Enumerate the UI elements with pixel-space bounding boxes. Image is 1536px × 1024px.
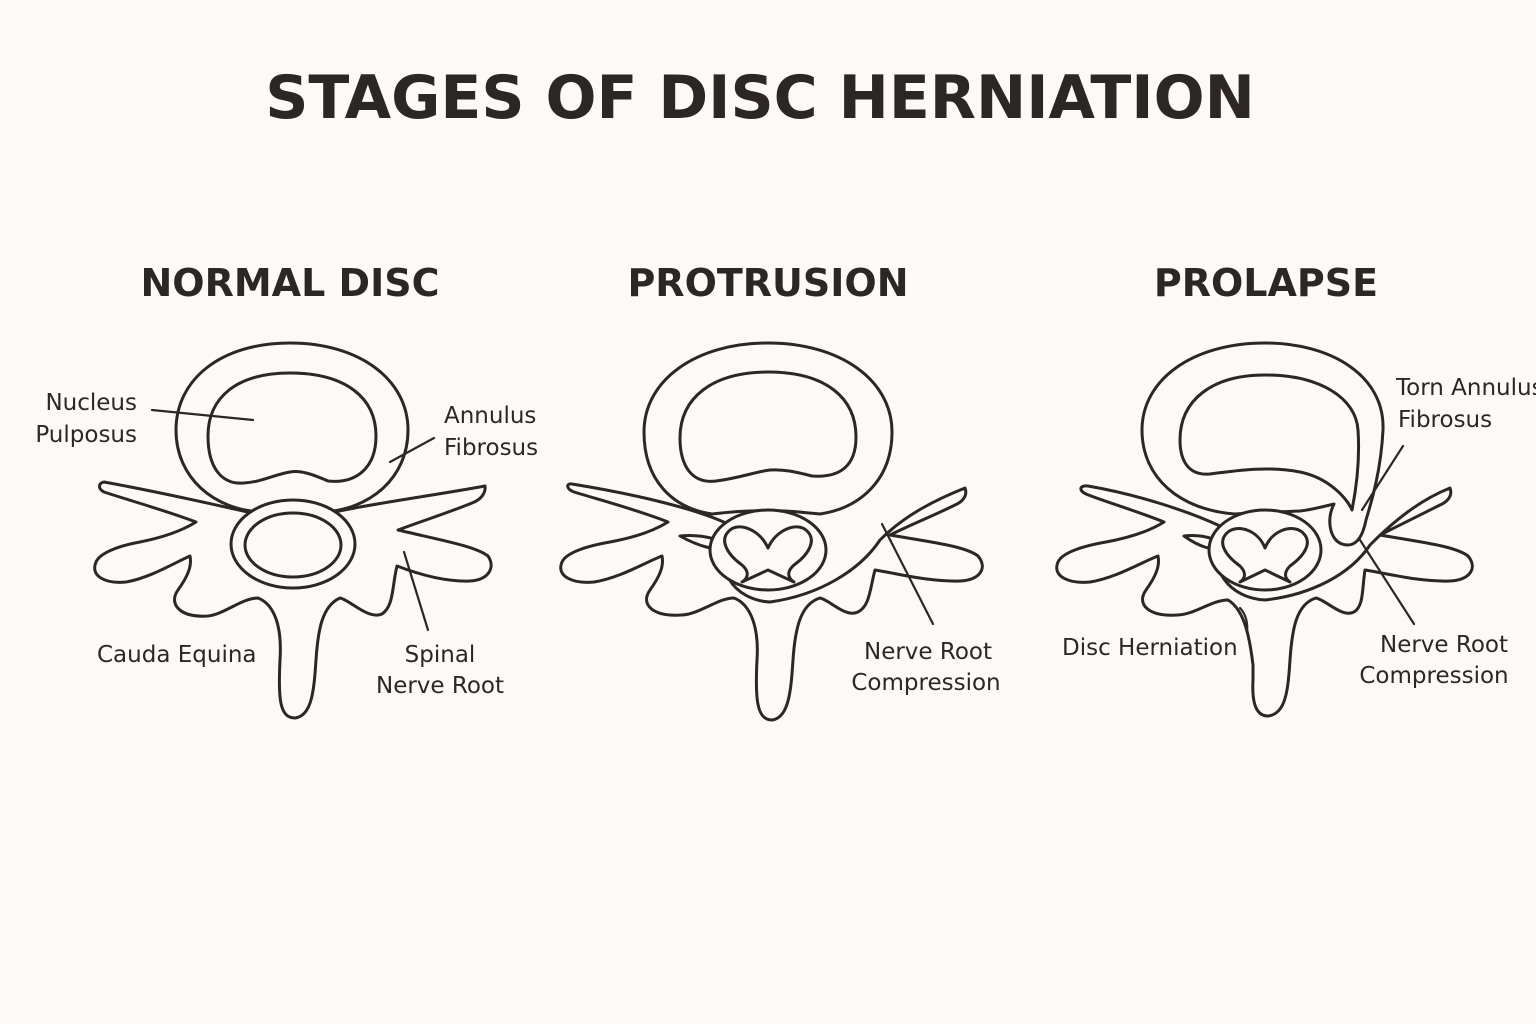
panel-title-protrusion: PROTRUSION xyxy=(627,261,908,305)
page-title: STAGES OF DISC HERNIATION xyxy=(265,63,1255,133)
label-compression-line1: Nerve Root xyxy=(864,639,992,665)
panel-title-prolapse: PROLAPSE xyxy=(1154,261,1378,305)
label-compression-line2: Compression xyxy=(851,670,1000,696)
vertebra-shape xyxy=(93,480,493,720)
label-nucleus-line1: Nucleus xyxy=(45,390,137,416)
leader-nerve-compression xyxy=(1358,538,1416,626)
vertebra-shape xyxy=(1055,484,1474,718)
label-disc-herniation: Disc Herniation xyxy=(1062,635,1238,661)
label-nucleus-line2: Pulposus xyxy=(35,422,137,448)
cauda-equina-shape xyxy=(243,511,343,579)
spinal-cord-shape xyxy=(1221,527,1309,584)
label-spinal-line1: Spinal xyxy=(405,642,476,668)
label-torn-annulus-line1: Torn Annulus xyxy=(1395,375,1536,401)
label-torn-annulus-line2: Fibrosus xyxy=(1398,407,1492,433)
nucleus-pulposus-shape xyxy=(206,371,378,485)
label-annulus-line2: Fibrosus xyxy=(444,435,538,461)
spinal-cord-shape xyxy=(723,525,813,584)
label-compression-line2: Compression xyxy=(1359,663,1508,689)
vertebra-shape xyxy=(559,482,984,722)
leader-spinal-nerve xyxy=(402,550,430,632)
nucleus-pulposus-shape xyxy=(678,370,858,483)
leader-nucleus xyxy=(150,408,255,422)
label-spinal-line2: Nerve Root xyxy=(376,673,504,699)
panel-protrusion: PROTRUSION Nerve Root Compression xyxy=(559,261,1001,722)
leader-torn-annulus xyxy=(1360,444,1405,512)
panel-normal-disc: NORMAL DISC Nucleus Pulposus Annulus Fib… xyxy=(35,261,538,720)
leader-disc-herniation xyxy=(1238,606,1249,634)
label-cauda-equina: Cauda Equina xyxy=(97,642,257,668)
label-compression-line1: Nerve Root xyxy=(1380,632,1508,658)
leader-annulus xyxy=(388,436,436,464)
panel-prolapse: PROLAPSE Torn Annulus Fibrosus Disc Hern… xyxy=(1055,261,1536,718)
nucleus-pulposus-shape xyxy=(1178,373,1361,512)
leader-nerve-compression xyxy=(880,522,935,626)
panel-title-normal-disc: NORMAL DISC xyxy=(141,261,440,305)
label-annulus-line1: Annulus xyxy=(444,403,536,429)
